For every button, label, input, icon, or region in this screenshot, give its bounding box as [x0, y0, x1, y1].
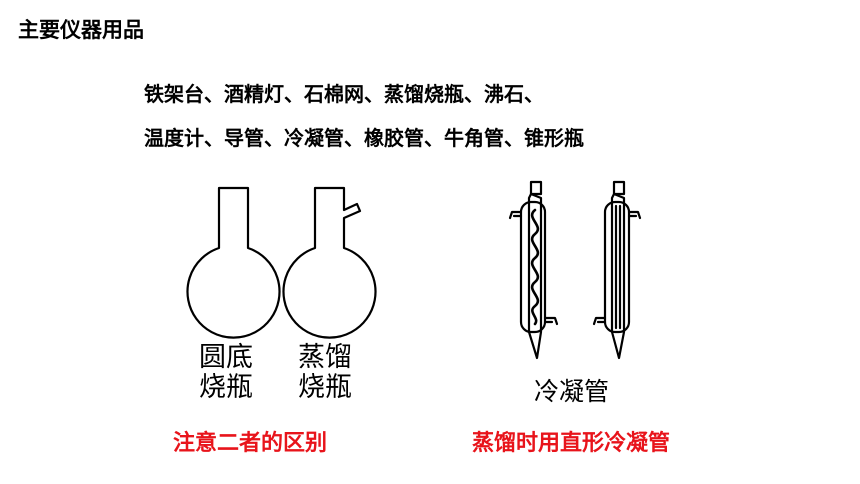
round-bottom-flask [186, 186, 281, 339]
distilling-flask-label-line-1: 蒸馏 [298, 342, 352, 373]
round-bottom-flask-label-line-1: 圆底 [199, 342, 253, 373]
note-compare-flasks: 注意二者的区别 [173, 431, 328, 456]
distilling-flask-label-line-2: 烧瓶 [298, 372, 352, 403]
note-straight-condenser: 蒸馏时用直形冷凝管 [472, 431, 671, 456]
round-bottom-flask-label-line-2: 烧瓶 [199, 372, 253, 403]
condenser-label: 冷凝管 [534, 377, 610, 406]
page-title: 主要仪器用品 [18, 18, 144, 42]
distilling-flask [282, 186, 377, 339]
bulb-condenser [508, 180, 559, 360]
equipment-list-line-2: 温度计、导管、冷凝管、橡胶管、牛角管、锥形瓶 [144, 126, 584, 150]
straight-condenser [592, 180, 642, 360]
equipment-list-line-1: 铁架台、酒精灯、石棉网、蒸馏烧瓶、沸石、 [144, 82, 544, 106]
